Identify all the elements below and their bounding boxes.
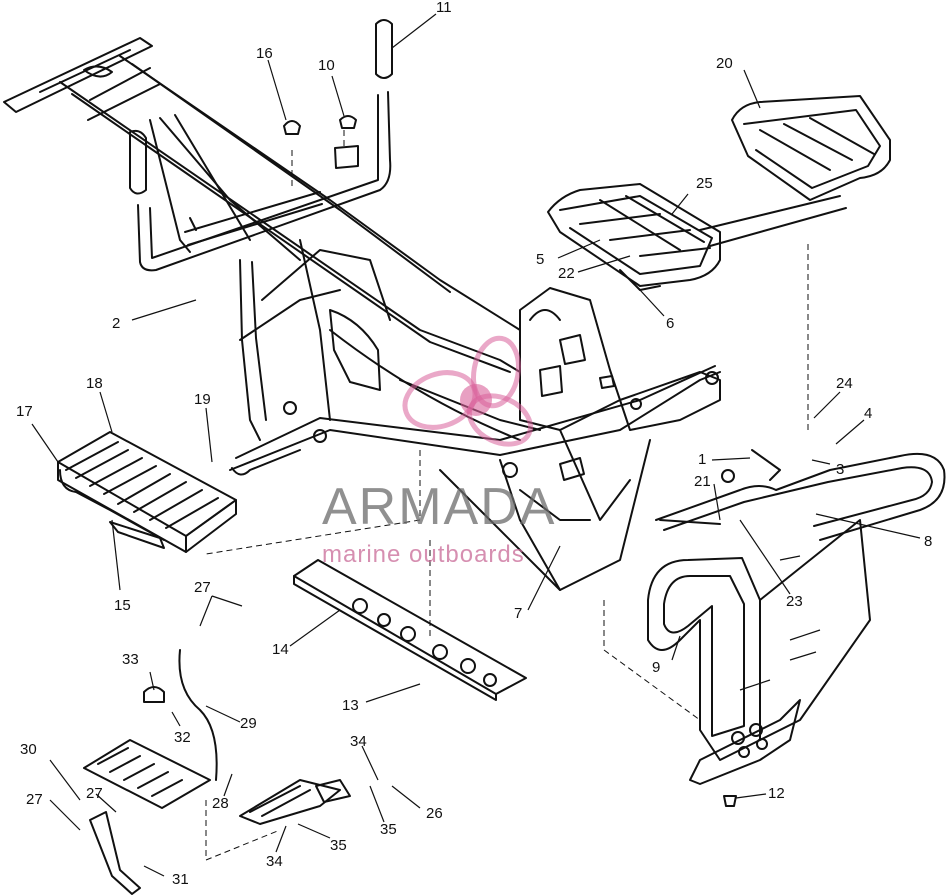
callout-4: 4 xyxy=(864,405,872,422)
callout-16: 16 xyxy=(256,45,273,62)
callout-34-top: 34 xyxy=(350,733,367,750)
callout-32: 32 xyxy=(174,729,191,746)
callout-2: 2 xyxy=(112,315,120,332)
callout-7: 7 xyxy=(514,605,522,622)
callout-5: 5 xyxy=(536,251,544,268)
callout-23: 23 xyxy=(786,593,803,610)
callout-6: 6 xyxy=(666,315,674,332)
front-bumper xyxy=(647,452,946,785)
leader-lines xyxy=(31,13,921,877)
main-frame xyxy=(3,37,721,591)
rear-rack xyxy=(547,183,721,291)
callout-24: 24 xyxy=(836,375,853,392)
propeller-logo-icon xyxy=(402,335,533,447)
callout-27-mid: 27 xyxy=(86,785,103,802)
left-footrest xyxy=(57,431,237,553)
watermark: ARMADA marine outboards xyxy=(322,335,556,568)
callout-11: 11 xyxy=(436,0,452,16)
callout-13: 13 xyxy=(342,697,359,714)
alignment-lines xyxy=(205,130,809,861)
callout-22: 22 xyxy=(558,265,575,282)
callout-15: 15 xyxy=(114,597,131,614)
callout-21: 21 xyxy=(694,473,711,490)
callout-35-left: 35 xyxy=(330,837,347,854)
callout-27-left: 27 xyxy=(26,791,43,808)
callout-26: 26 xyxy=(426,805,443,822)
callout-25: 25 xyxy=(696,175,713,192)
callout-33: 33 xyxy=(122,651,139,668)
callout-20: 20 xyxy=(716,55,733,72)
callout-3: 3 xyxy=(836,461,844,478)
front-rack xyxy=(699,95,891,247)
callout-labels: 11 16 10 20 25 5 22 6 2 18 19 17 15 24 4… xyxy=(16,0,932,888)
skid-plate xyxy=(293,559,527,701)
callout-17: 17 xyxy=(16,403,33,420)
watermark-tagline: marine outboards xyxy=(322,541,525,568)
callout-35-right: 35 xyxy=(380,821,397,838)
callout-18: 18 xyxy=(86,375,103,392)
callout-10: 10 xyxy=(318,57,335,74)
callout-29: 29 xyxy=(240,715,257,732)
callout-30: 30 xyxy=(20,741,37,758)
callout-31: 31 xyxy=(172,871,189,888)
small-parts xyxy=(83,19,781,895)
callout-9: 9 xyxy=(652,659,660,676)
callout-1: 1 xyxy=(698,451,706,468)
callout-34-bottom: 34 xyxy=(266,853,283,870)
callout-14: 14 xyxy=(272,641,289,658)
callout-28: 28 xyxy=(212,795,229,812)
callout-12: 12 xyxy=(768,785,785,802)
watermark-brand: ARMADA xyxy=(322,478,556,536)
callout-8: 8 xyxy=(924,533,932,550)
callout-19: 19 xyxy=(194,391,211,408)
callout-27-top: 27 xyxy=(194,579,211,596)
